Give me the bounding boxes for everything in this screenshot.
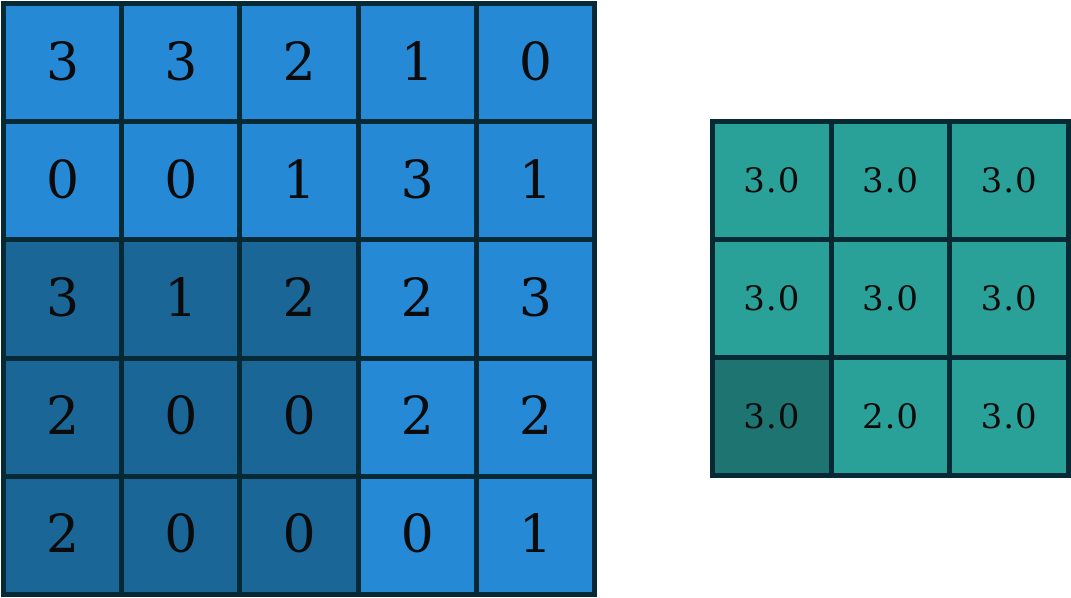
output-cell-2-2: 3.0 — [952, 360, 1066, 473]
input-cell-3-1: 0 — [124, 360, 238, 474]
output-cell-1-1: 3.0 — [833, 242, 948, 355]
input-cell-0-4: 0 — [478, 6, 592, 120]
input-cell-3-3: 2 — [360, 360, 474, 474]
input-cell-4-0: 2 — [6, 478, 120, 592]
input-cell-4-1: 0 — [124, 478, 238, 592]
output-cell-0-2: 3.0 — [952, 124, 1066, 237]
input-cell-0-3: 1 — [360, 6, 474, 120]
output-cell-1-0: 3.0 — [715, 242, 829, 355]
input-cell-0-1: 3 — [124, 6, 238, 120]
input-cell-2-0: 3 — [6, 242, 120, 356]
input-cell-2-3: 2 — [360, 242, 474, 356]
input-cell-4-3: 0 — [360, 478, 474, 592]
input-cell-4-4: 1 — [478, 478, 592, 592]
output-cell-2-1: 2.0 — [833, 360, 948, 473]
input-cell-3-0: 2 — [6, 360, 120, 474]
input-cell-0-2: 2 — [242, 6, 356, 120]
input-cell-3-2: 0 — [242, 360, 356, 474]
input-cell-2-4: 3 — [478, 242, 592, 356]
output-cell-0-0: 3.0 — [715, 124, 829, 237]
input-cell-2-1: 1 — [124, 242, 238, 356]
input-cell-3-4: 2 — [478, 360, 592, 474]
output-cell-0-1: 3.0 — [833, 124, 948, 237]
input-cell-1-2: 1 — [242, 124, 356, 238]
output-cell-2-0: 3.0 — [715, 360, 829, 473]
input-cell-1-1: 0 — [124, 124, 238, 238]
output-cell-1-2: 3.0 — [952, 242, 1066, 355]
input-cell-2-2: 2 — [242, 242, 356, 356]
input-cell-0-0: 3 — [6, 6, 120, 120]
input-cell-4-2: 0 — [242, 478, 356, 592]
input-cell-1-3: 3 — [360, 124, 474, 238]
input-cell-1-4: 1 — [478, 124, 592, 238]
input-cell-1-0: 0 — [6, 124, 120, 238]
